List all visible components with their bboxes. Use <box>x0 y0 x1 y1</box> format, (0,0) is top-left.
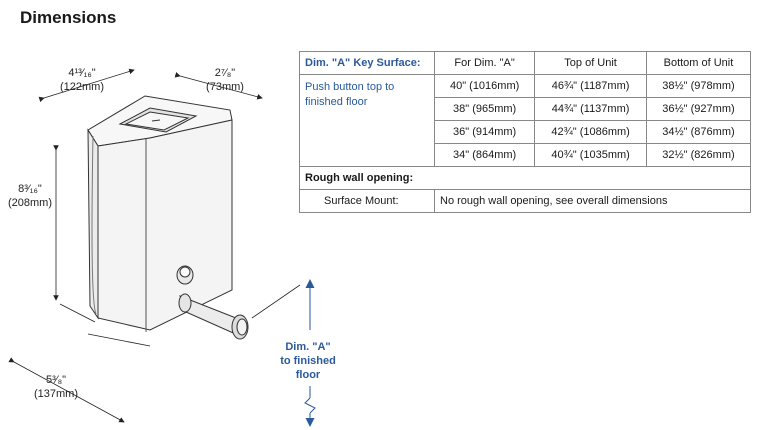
table-header-row: Dim. "A" Key Surface: For Dim. "A" Top o… <box>299 51 752 75</box>
cell-dim-a: 40" (1016mm) <box>433 74 536 98</box>
height-label: 8³⁄₁₆" <box>18 183 42 195</box>
cell-top: 40¾" (1035mm) <box>534 143 647 167</box>
cell-dim-a: 38" (965mm) <box>433 97 536 121</box>
height-mm-label: (208mm) <box>8 197 52 209</box>
cell-top: 44¾" (1137mm) <box>534 97 647 121</box>
depth-top-label: 4¹³⁄₁₆" <box>68 67 95 79</box>
rough-opening-title: Rough wall opening: <box>299 166 751 190</box>
cell-bottom: 38½" (978mm) <box>645 74 752 98</box>
cell-bottom: 36½" (927mm) <box>645 97 752 121</box>
dimension-lines <box>8 68 263 423</box>
depth-top-mm-label: (122mm) <box>60 81 104 93</box>
table-row: 36" (914mm) 42¾" (1086mm) 34½" (876mm) <box>300 120 752 144</box>
surface-mount-label: Surface Mount: <box>299 189 435 213</box>
dim-a-indicator <box>251 284 300 319</box>
header-top-of-unit: Top of Unit <box>534 51 647 75</box>
page-title: Dimensions <box>20 8 117 27</box>
floor-break-marker <box>304 386 316 427</box>
surface-mount-value: No rough wall opening, see overall dimen… <box>434 189 751 213</box>
width-top-mm-label: (73mm) <box>206 81 244 93</box>
table-row: Push button top to finished floor 40" (1… <box>299 74 752 167</box>
header-bottom-of-unit: Bottom of Unit <box>645 51 752 75</box>
cell-top: 42¾" (1086mm) <box>534 120 647 144</box>
dimension-spec-table: Dim. "A" Key Surface: For Dim. "A" Top o… <box>299 51 752 213</box>
dispenser-dimension-drawing: 4¹³⁄₁₆" (122mm) 2⁷⁄₈" (73mm) 8³⁄₁₆" (208… <box>8 67 300 423</box>
rough-opening-row: Rough wall opening: <box>299 166 751 190</box>
key-surface-description: Push button top to finished floor <box>299 74 435 167</box>
dispenser-body <box>87 95 249 340</box>
cell-bottom: 32½" (826mm) <box>645 143 752 167</box>
cell-dim-a: 34" (864mm) <box>433 143 536 167</box>
depth-bottom-mm-label: (137mm) <box>34 388 78 400</box>
header-key-surface: Dim. "A" Key Surface: <box>299 51 435 75</box>
header-for-dim-a: For Dim. "A" <box>433 51 536 75</box>
table-row: 34" (864mm) 40¾" (1035mm) 32½" (826mm) <box>300 143 752 167</box>
cell-bottom: 34½" (876mm) <box>645 120 752 144</box>
cell-top: 46¾" (1187mm) <box>534 74 647 98</box>
depth-bottom-label: 5³⁄₈" <box>46 374 66 386</box>
cell-dim-a: 36" (914mm) <box>433 120 536 144</box>
width-top-label: 2⁷⁄₈" <box>215 67 235 79</box>
mount-row: Surface Mount: No rough wall opening, se… <box>299 189 751 213</box>
